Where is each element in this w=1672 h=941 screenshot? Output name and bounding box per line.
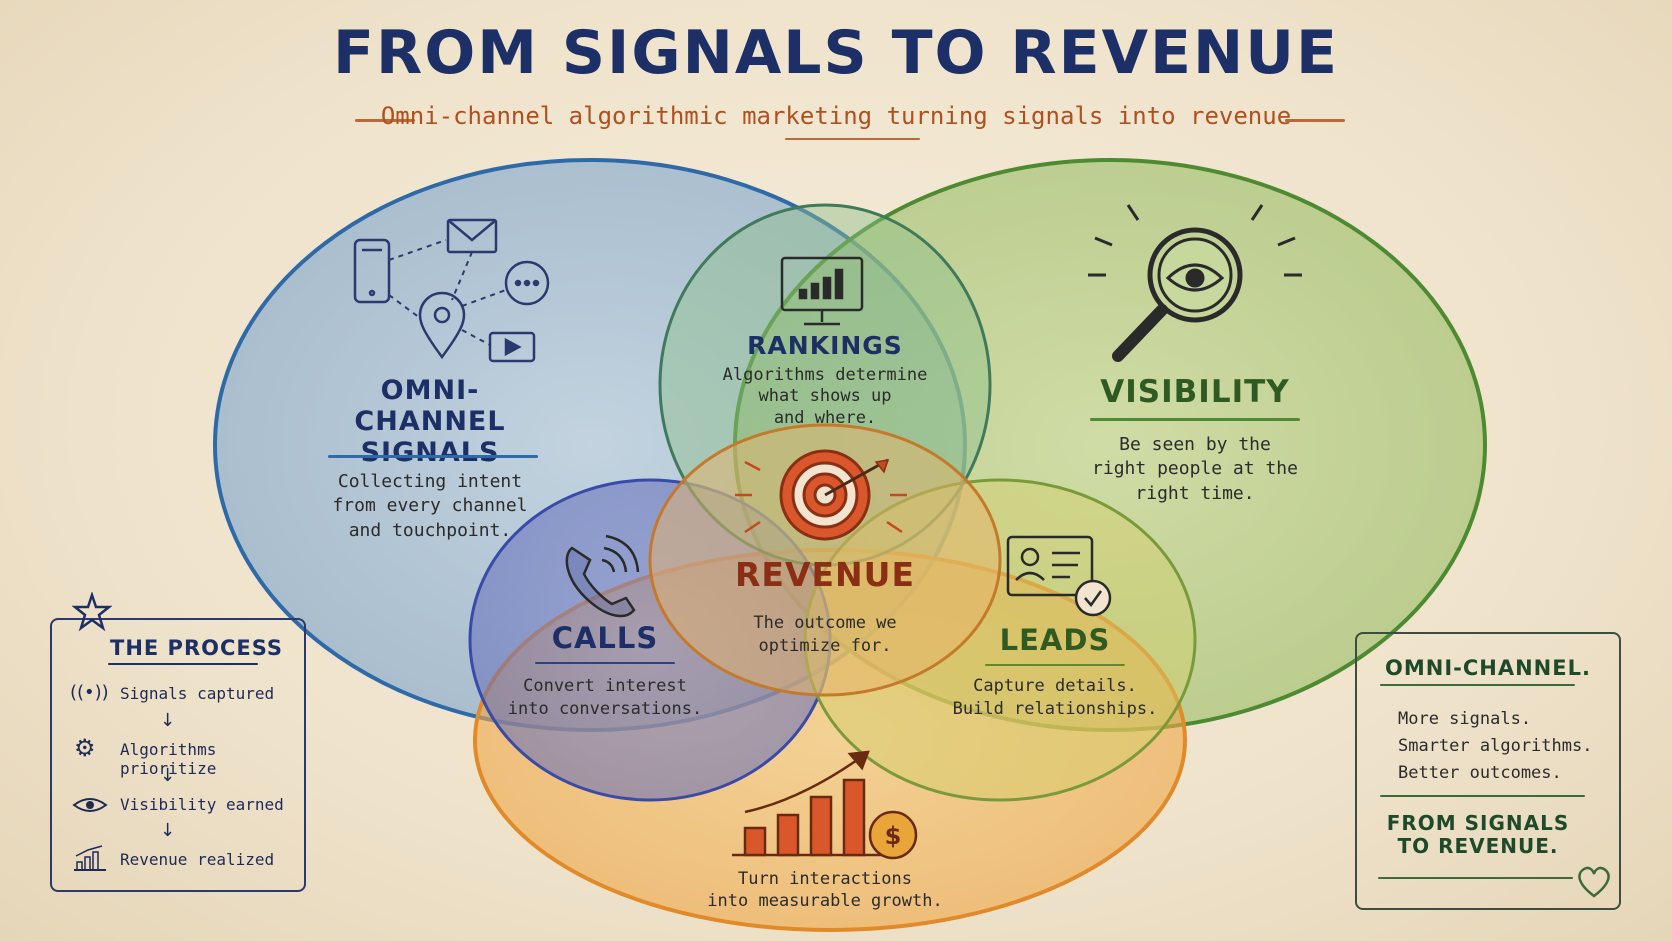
signals-desc-line: Collecting intent: [337, 471, 523, 492]
signals-title: OMNI-CHANNEL SIGNALS: [310, 375, 550, 468]
process-step-label: Revenue realized: [120, 850, 275, 869]
visibility-underline: [1090, 418, 1300, 421]
process-arrow: ↓: [160, 765, 176, 786]
process-title: THE PROCESS: [110, 636, 284, 660]
summary-footer-line: FROM SIGNALS: [1386, 811, 1570, 835]
leads-title: LEADS: [999, 623, 1111, 657]
revenue-circle: [648, 423, 1002, 697]
revenue-desc-line: The outcome we: [753, 613, 897, 633]
subtitle-underline: [785, 138, 920, 140]
visibility-desc-line: right time.: [1135, 482, 1255, 504]
calls-desc-line: into conversations.: [507, 698, 703, 719]
calls-desc: Convert interest into conversations.: [495, 675, 715, 721]
rankings-desc-line: and where.: [773, 407, 877, 428]
summary-line: Better outcomes.: [1398, 763, 1562, 784]
growth-desc-line: into measurable growth.: [707, 891, 943, 912]
visibility-desc-line: Be seen by the: [1119, 434, 1271, 455]
sparkle-icon: [72, 592, 112, 632]
visibility-title: VISIBILITY: [1100, 374, 1290, 410]
growth-desc-line: Turn interactions: [738, 869, 912, 889]
signals-desc: Collecting intent from every channel and…: [305, 470, 555, 543]
summary-underline: [1380, 684, 1575, 686]
contact-card-icon: [1006, 535, 1112, 617]
rankings-desc: Algorithms determine what shows up and w…: [705, 365, 945, 429]
rankings-title: RANKINGS: [747, 331, 903, 360]
revenue-title: REVENUE: [735, 555, 915, 594]
phone-call-icon: [565, 534, 640, 618]
heart-icon: [1578, 866, 1610, 898]
summary-title: OMNI-CHANNEL.: [1385, 656, 1591, 680]
page-subtitle: Omni-channel algorithmic marketing turni…: [380, 102, 1292, 130]
visibility-desc: Be seen by the right people at the right…: [1075, 433, 1315, 506]
gear-icon: ⚙: [74, 734, 96, 762]
signals-desc-line: from every channel: [332, 495, 528, 517]
leads-underline: [985, 664, 1125, 666]
process-box: [50, 618, 306, 892]
signals-underline: [328, 455, 538, 458]
process-step-label: Algorithms prioritize: [120, 740, 217, 778]
signal-icon: ((•)): [70, 682, 109, 703]
magnifier-eye-icon: [1088, 204, 1302, 362]
phone-icon: [353, 238, 391, 304]
location-pin-icon: [418, 291, 466, 360]
subtitle-left-dash: [355, 119, 415, 122]
process-underline: [108, 663, 258, 665]
signals-title-line1: OMNI-CHANNEL: [354, 375, 506, 438]
revenue-desc-line: optimize for.: [758, 635, 892, 656]
summary-footer-line: TO REVENUE.: [1397, 834, 1559, 858]
revenue-desc: The outcome we optimize for.: [720, 612, 930, 658]
subtitle-right-dash: [1285, 119, 1345, 122]
monitor-chart-icon: [780, 256, 864, 326]
visibility-desc-line: right people at the: [1092, 458, 1298, 480]
summary-footer: FROM SIGNALS TO REVENUE.: [1378, 812, 1578, 858]
leads-desc: Capture details. Build relationships.: [940, 675, 1170, 721]
rankings-desc-line: Algorithms determine: [722, 365, 928, 385]
eye-icon: [72, 798, 108, 812]
target-icon: [735, 449, 907, 541]
growth-desc: Turn interactions into measurable growth…: [700, 868, 950, 912]
svg-text:$: $: [885, 822, 902, 850]
signals-title-line2: SIGNALS: [360, 437, 500, 469]
process-arrow: ↓: [160, 710, 176, 731]
summary-line: More signals.: [1398, 709, 1532, 729]
summary-lines: More signals. Smarter algorithms. Better…: [1398, 706, 1608, 788]
signals-desc-line: and touchpoint.: [348, 519, 512, 541]
signal-connectors: [388, 239, 507, 346]
calls-title: CALLS: [551, 621, 659, 655]
process-step-label: Visibility earned: [120, 795, 284, 814]
calls-underline: [535, 662, 675, 664]
calls-desc-line: Convert interest: [523, 676, 687, 696]
leads-desc-line: Build relationships.: [952, 698, 1158, 719]
growth-chart-icon: $: [732, 750, 918, 860]
chat-icon: [504, 260, 550, 306]
video-icon: [488, 331, 536, 363]
process-arrow: ↓: [160, 820, 176, 841]
leads-desc-line: Capture details.: [973, 676, 1137, 696]
rankings-desc-line: what shows up: [758, 386, 892, 407]
process-step-label: Signals captured: [120, 684, 275, 703]
summary-divider: [1380, 795, 1585, 797]
page-title: FROM SIGNALS TO REVENUE: [333, 18, 1339, 88]
summary-box: [1355, 632, 1621, 910]
bar-chart-icon: [74, 845, 106, 871]
summary-footer-underline: [1378, 877, 1573, 879]
summary-line: Smarter algorithms.: [1398, 736, 1593, 757]
